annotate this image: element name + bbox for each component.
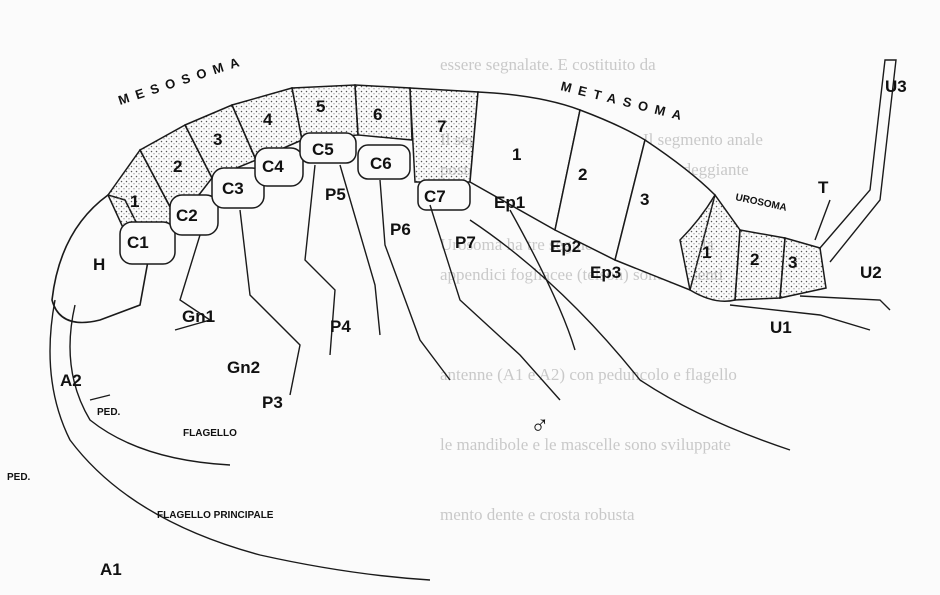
head-label: H — [93, 255, 105, 274]
pereiopod-label-4: P4 — [330, 317, 351, 336]
gnathopod-label-2: Gn2 — [227, 358, 260, 377]
peduncle-label-2: PED. — [7, 472, 31, 483]
segment-label-1: 1 — [130, 192, 139, 211]
epimeron-label-2: Ep2 — [550, 237, 581, 256]
coxa-label-2: C2 — [176, 206, 198, 225]
coxa-label-7: C7 — [424, 187, 446, 206]
male-symbol: ♂ — [530, 409, 550, 439]
bg-line: antenne (A1 e A2) con peduncolo e flagel… — [440, 365, 737, 384]
bg-line: le mandibole e le mascelle sono sviluppa… — [440, 435, 731, 454]
segment-label-4: 4 — [263, 110, 273, 129]
coxa-label-4: C4 — [262, 157, 284, 176]
flagello-label: FLAGELLO — [183, 428, 237, 439]
segment-label-2: 2 — [173, 157, 182, 176]
meta-segment-label-3: 3 — [640, 190, 649, 209]
meta-segment-label-2: 2 — [578, 165, 587, 184]
bg-line: mento dente e crosta robusta — [440, 505, 635, 524]
meta-segment-label-1: 1 — [512, 145, 521, 164]
uro-segment-label-3: 3 — [788, 253, 797, 272]
mesosoma-label: MESOSOMA — [116, 52, 247, 107]
gnathopod-label-1: Gn1 — [182, 307, 215, 326]
segment-label-6: 6 — [373, 105, 382, 124]
urosoma-label: UROSOMA — [734, 192, 787, 214]
flagello-principale-label: FLAGELLO PRINCIPALE — [157, 510, 274, 521]
telson-label: T — [818, 178, 829, 197]
segment-6 — [355, 85, 412, 140]
bg-line: essere segnalate. E costituito da — [440, 55, 656, 74]
pereiopod-label-5: P5 — [325, 185, 346, 204]
segment-label-5: 5 — [316, 97, 325, 116]
coxa-label-1: C1 — [127, 233, 149, 252]
peduncle-label-1: PED. — [97, 407, 121, 418]
antennae — [50, 300, 430, 580]
uropod-label-2: U2 — [860, 263, 882, 282]
antenna-1-label: A1 — [100, 560, 122, 579]
epimeron-label-3: Ep3 — [590, 263, 621, 282]
segment-label-7: 7 — [437, 117, 446, 136]
coxa-label-3: C3 — [222, 179, 244, 198]
antenna-2-label: A2 — [60, 371, 82, 390]
uropod-label-1: U1 — [770, 318, 792, 337]
uro-segment-label-1: 1 — [702, 243, 711, 262]
segment-label-3: 3 — [213, 130, 222, 149]
uro-segment-label-2: 2 — [750, 250, 759, 269]
pereiopod-label-3: P3 — [262, 393, 283, 412]
coxa-label-5: C5 — [312, 140, 334, 159]
epimeron-label-1: Ep1 — [494, 193, 525, 212]
pereiopod-label-7: P7 — [455, 233, 476, 252]
pereiopod-label-6: P6 — [390, 220, 411, 239]
uropod-label-3: U3 — [885, 77, 907, 96]
coxa-label-6: C6 — [370, 154, 392, 173]
